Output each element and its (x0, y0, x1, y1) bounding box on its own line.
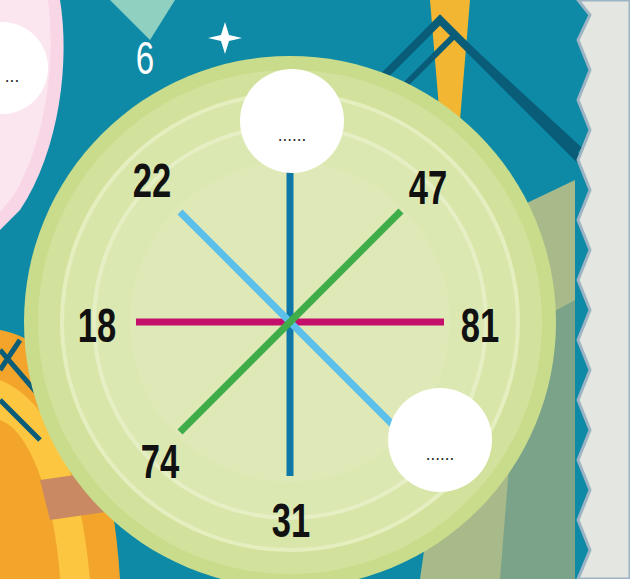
circle-number: 81 (461, 302, 499, 350)
blank-dots: ... (5, 70, 19, 85)
blank-dots: ...... (278, 129, 307, 144)
answer-circle: ...... (388, 388, 492, 492)
answer-circle: ...... (240, 69, 344, 173)
circle-number: 31 (272, 497, 310, 545)
blank-dots: ...... (426, 448, 455, 463)
circle-number: 18 (78, 302, 116, 350)
puzzle-number: 6 (136, 35, 154, 81)
circle-number: 47 (409, 164, 447, 212)
circle-number: 22 (133, 157, 171, 205)
circle-number: 74 (141, 438, 179, 486)
